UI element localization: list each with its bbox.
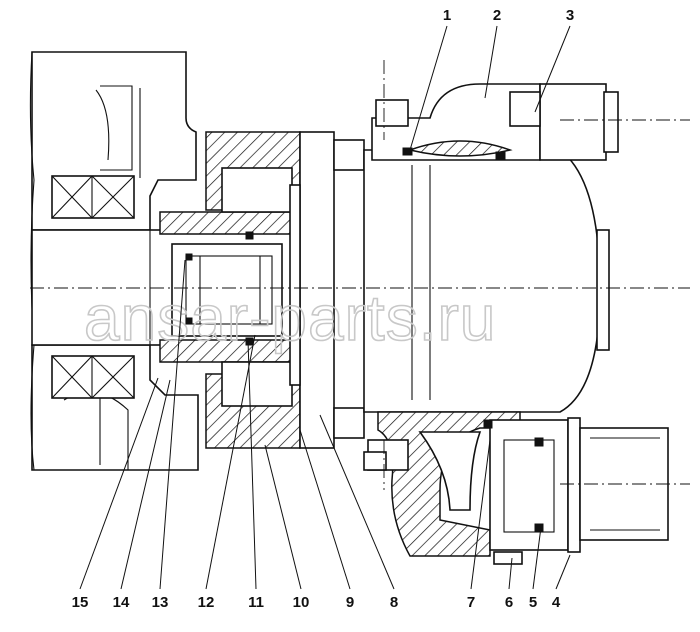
callout-label-7: 7 [467, 594, 475, 611]
callout-label-11: 11 [248, 594, 264, 611]
callout-leader-11 [247, 339, 257, 590]
callout-label-4: 4 [552, 594, 561, 611]
callout-label-6: 6 [505, 594, 513, 611]
watermark-text: ansar-parts.ru [84, 282, 496, 354]
callout-label-5: 5 [529, 594, 537, 611]
callout-leader-1 [409, 25, 448, 151]
callout-leader-9 [299, 429, 351, 590]
upper-bearing [51, 175, 135, 219]
callout-leader-4 [555, 554, 571, 590]
callout-label-1: 1 [443, 7, 451, 24]
callout-leader-13 [159, 259, 186, 590]
callout-leader-7 [470, 439, 491, 590]
callout-label-13: 13 [152, 594, 169, 611]
center-axes [30, 60, 690, 490]
callout-leader-8 [319, 414, 395, 590]
callout-label-3: 3 [566, 7, 574, 24]
callout-label-10: 10 [293, 594, 310, 611]
mounting-plate [289, 131, 365, 449]
callout-label-2: 2 [493, 7, 501, 24]
callout-leader-2 [484, 25, 498, 99]
callout-leader-10 [264, 444, 302, 590]
callout-label-12: 12 [198, 594, 215, 611]
callout-label-8: 8 [390, 594, 398, 611]
callout-leader-12 [205, 334, 256, 590]
bottom-elbow [363, 411, 669, 565]
callout-leader-15 [79, 377, 159, 590]
callout-leader-14 [120, 379, 171, 590]
callout-leader-6 [508, 557, 513, 590]
callout-leader-3 [534, 25, 571, 113]
lower-bearing [51, 355, 135, 399]
top-manifold [371, 83, 619, 161]
callout-label-14: 14 [113, 594, 130, 611]
callout-leader-5 [532, 526, 542, 590]
callout-label-15: 15 [72, 594, 89, 611]
hatched-flange [159, 131, 301, 449]
callout-label-9: 9 [346, 594, 354, 611]
splined-sleeve [171, 231, 283, 346]
main-body [363, 138, 610, 413]
